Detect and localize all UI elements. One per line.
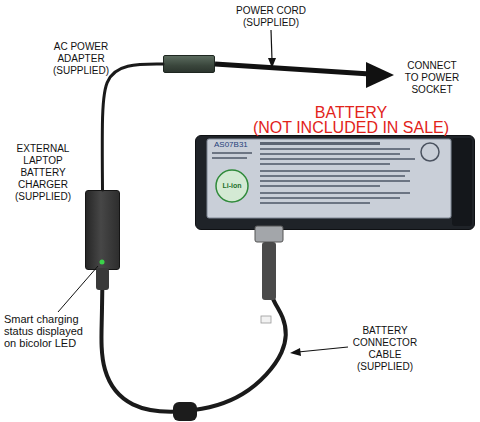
charger-plug — [96, 268, 109, 290]
sticker-print — [212, 152, 252, 154]
leader-line — [271, 30, 272, 60]
part-label: POWER CORD (SUPPLIED) — [233, 5, 309, 29]
ferrite-bead — [173, 402, 197, 421]
node-label: EXTERNAL LAPTOP BATTERY CHARGER (SUPPLIE… — [3, 143, 83, 203]
node-label: AC POWER ADAPTER (SUPPLIED) — [48, 41, 114, 77]
part-label: CONNECT TO POWER SOCKET — [402, 60, 462, 96]
battery-end-cap — [452, 138, 472, 226]
node-label: BATTERY — [231, 105, 471, 121]
sticker-print — [260, 148, 410, 150]
charger-box: EXTERNAL LAPTOP BATTERY CHARGER (SUPPLIE… — [85, 190, 120, 270]
part-label: BATTERY CONNECTOR CABLE (SUPPLIED) — [350, 325, 420, 373]
leader-line — [58, 266, 98, 312]
leader-line — [298, 347, 348, 352]
battery-sticker — [207, 139, 451, 218]
status-led — [100, 260, 105, 265]
leader-arrow-head — [290, 348, 301, 356]
sticker-print — [260, 180, 410, 182]
cable-connector — [101, 230, 285, 412]
connector-stem — [262, 242, 276, 300]
chemistry-mark: Li-ion — [214, 182, 250, 190]
sticker-print — [260, 142, 380, 145]
sticker-print — [260, 175, 405, 177]
sticker-print — [260, 153, 400, 155]
sticker-print — [260, 202, 370, 204]
note-text: Smart charging status displayed on bicol… — [4, 313, 90, 349]
leader-arrow-head — [268, 58, 276, 68]
sticker-print — [260, 170, 410, 172]
power-adapter: AC POWER ADAPTER (SUPPLIED) — [163, 55, 215, 73]
sticker-print — [260, 197, 400, 199]
cert-mark — [421, 143, 439, 161]
cable-connector — [102, 64, 163, 190]
node-label: (NOT INCLUDED IN SALE) — [231, 120, 471, 136]
power-cord — [215, 64, 370, 74]
sticker-print — [260, 163, 390, 165]
cable-tag — [261, 316, 271, 323]
sticker-print — [260, 185, 380, 187]
sticker-print — [260, 158, 415, 160]
socket-arrow-head — [366, 62, 394, 88]
sticker-print — [212, 157, 247, 159]
sticker-print — [260, 192, 410, 194]
model-number: AS07B31 — [214, 140, 274, 149]
connector-plug — [255, 226, 283, 242]
